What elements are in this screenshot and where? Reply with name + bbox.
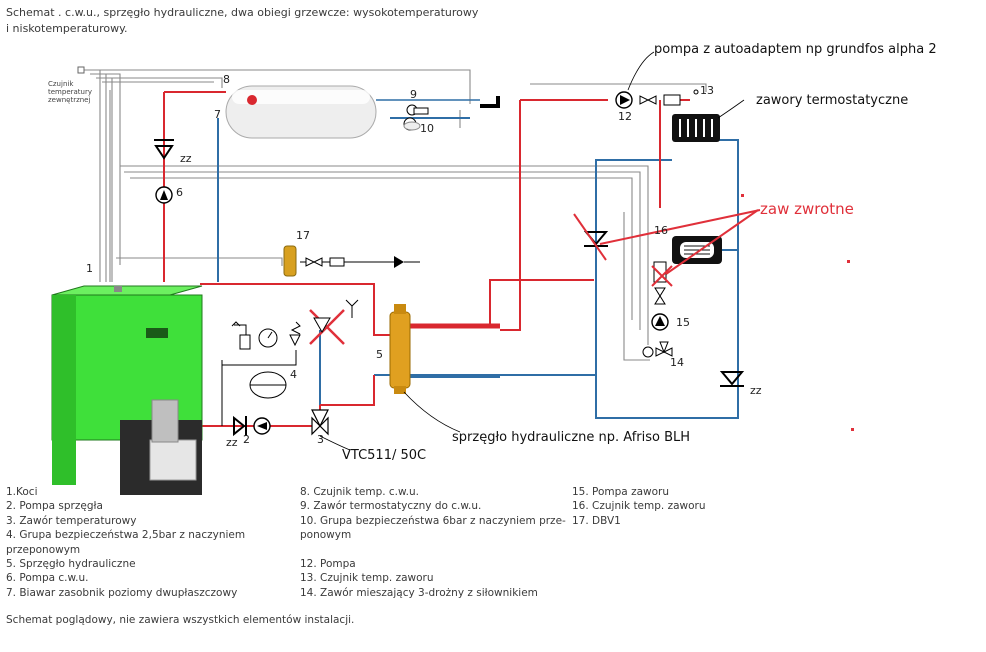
label-13: 13 (700, 84, 714, 97)
legend-item: 12. Pompa (300, 558, 356, 571)
label-3: 3 (317, 433, 324, 446)
legend-item: 1.Koci (6, 486, 38, 498)
page-title: Schemat . c.w.u., sprzęgło hydrauliczne,… (6, 5, 526, 37)
legend-item: 8. Czujnik temp. c.w.u. (300, 486, 419, 498)
legend-item: 2. Pompa sprzęgła (6, 500, 103, 513)
legend-item: 16. Czujnik temp. zaworu (572, 500, 706, 513)
control-wires (84, 69, 707, 361)
hot-water-tank (225, 85, 377, 139)
check-valve-coupler (233, 415, 247, 437)
hydraulic-coupler (389, 304, 411, 394)
label-12: 12 (618, 110, 632, 123)
markup-check-valve-arrows (573, 209, 761, 287)
radiator (672, 114, 720, 142)
zz-label: zz (226, 436, 238, 449)
legend-item: 3. Zawór temperaturowy (6, 514, 137, 527)
legend-item: 9. Zawór termostatyczny do c.w.u. (300, 500, 482, 513)
check-valve-return (719, 371, 745, 387)
label-4: 4 (290, 368, 297, 381)
title-line-1: Schemat . c.w.u., sprzęgło hydrauliczne,… (6, 6, 479, 19)
legend-column-1: 1.Koci 2. Pompa sprzęgła 3. Zawór temper… (6, 485, 245, 600)
legend-item: przeponowym (6, 543, 81, 556)
outdoor-sensor-label: Czujnik temperatury zewnętrznej (48, 80, 92, 104)
drain-symbol (231, 299, 359, 327)
label-8: 8 (223, 73, 230, 86)
safety-group (221, 321, 301, 426)
legend-item: 10. Grupa bezpieczeństwa 6bar z naczynie… (300, 514, 566, 527)
label-14: 14 (670, 356, 684, 369)
label-6: 6 (176, 186, 183, 199)
sensor-label-line: temperatury (48, 88, 92, 96)
radiator-valves (639, 89, 699, 106)
sensor-label-line: zewnętrznej (48, 96, 91, 104)
legend-item: 5. Sprzęgło hydrauliczne (6, 558, 136, 571)
pump-valve (651, 313, 669, 331)
label-15: 15 (676, 316, 690, 329)
title-line-2: i niskotemperaturowy. (6, 22, 128, 35)
dbv1-valve (283, 245, 420, 277)
legend-item: 14. Zawór mieszający 3-drożny z siłownik… (300, 586, 538, 599)
legend-item: 17. DBV1 (572, 514, 621, 527)
check-valve-dhw (154, 139, 174, 160)
label-16: 16 (654, 224, 668, 237)
footer-note: Schemat poglądowy, nie zawiera wszystkic… (6, 614, 355, 626)
legend-column-2: 8. Czujnik temp. c.w.u. 9. Zawór termost… (300, 485, 566, 600)
temperature-valve (311, 409, 329, 436)
markup-cross-bypass (309, 309, 345, 345)
check-valves-note: zaw zwrotne (760, 200, 854, 218)
dhw-group (376, 96, 500, 131)
outdoor-sensor (77, 66, 85, 74)
pump-radiators (615, 91, 633, 109)
supply-lines (163, 91, 690, 427)
pump-coupler (253, 417, 271, 435)
legend-item: 6. Pompa c.w.u. (6, 572, 89, 585)
label-1: 1 (86, 262, 93, 275)
label-5: 5 (376, 348, 383, 361)
label-2: 2 (243, 433, 250, 446)
legend-item: ponowym (300, 529, 352, 542)
legend-column-3: 15. Pompa zaworu 16. Czujnik temp. zawor… (572, 485, 706, 528)
mixing-valve (642, 341, 673, 358)
pump-note: pompa z autoadaptem np grundfos alpha 2 (654, 42, 937, 57)
coupler-note: sprzęgło hydrauliczne np. Afriso BLH (452, 430, 691, 445)
legend-item (300, 543, 566, 557)
mixing-valve-note: VTC511/ 50C (342, 448, 427, 463)
boiler (51, 285, 203, 495)
label-17: 17 (296, 229, 310, 242)
sensor-label-line: Czujnik (48, 80, 74, 88)
legend-item: 15. Pompa zaworu (572, 486, 670, 498)
leader-lines (319, 51, 745, 451)
label-7: 7 (214, 108, 221, 121)
legend-item: 13. Czujnik temp. zaworu (300, 572, 434, 585)
markup-dots (741, 194, 854, 431)
label-9: 9 (410, 88, 417, 101)
zz-label: zz (750, 384, 762, 397)
legend-item: 7. Biawar zasobnik poziomy dwupłaszczowy (6, 586, 238, 599)
pump-dhw (155, 186, 173, 204)
zz-label: zz (180, 152, 192, 165)
legend-item: 4. Grupa bezpieczeństwa 2,5bar z naczyni… (6, 529, 246, 542)
valves-note: zawory termostatyczne (756, 93, 909, 108)
label-10: 10 (420, 122, 434, 135)
